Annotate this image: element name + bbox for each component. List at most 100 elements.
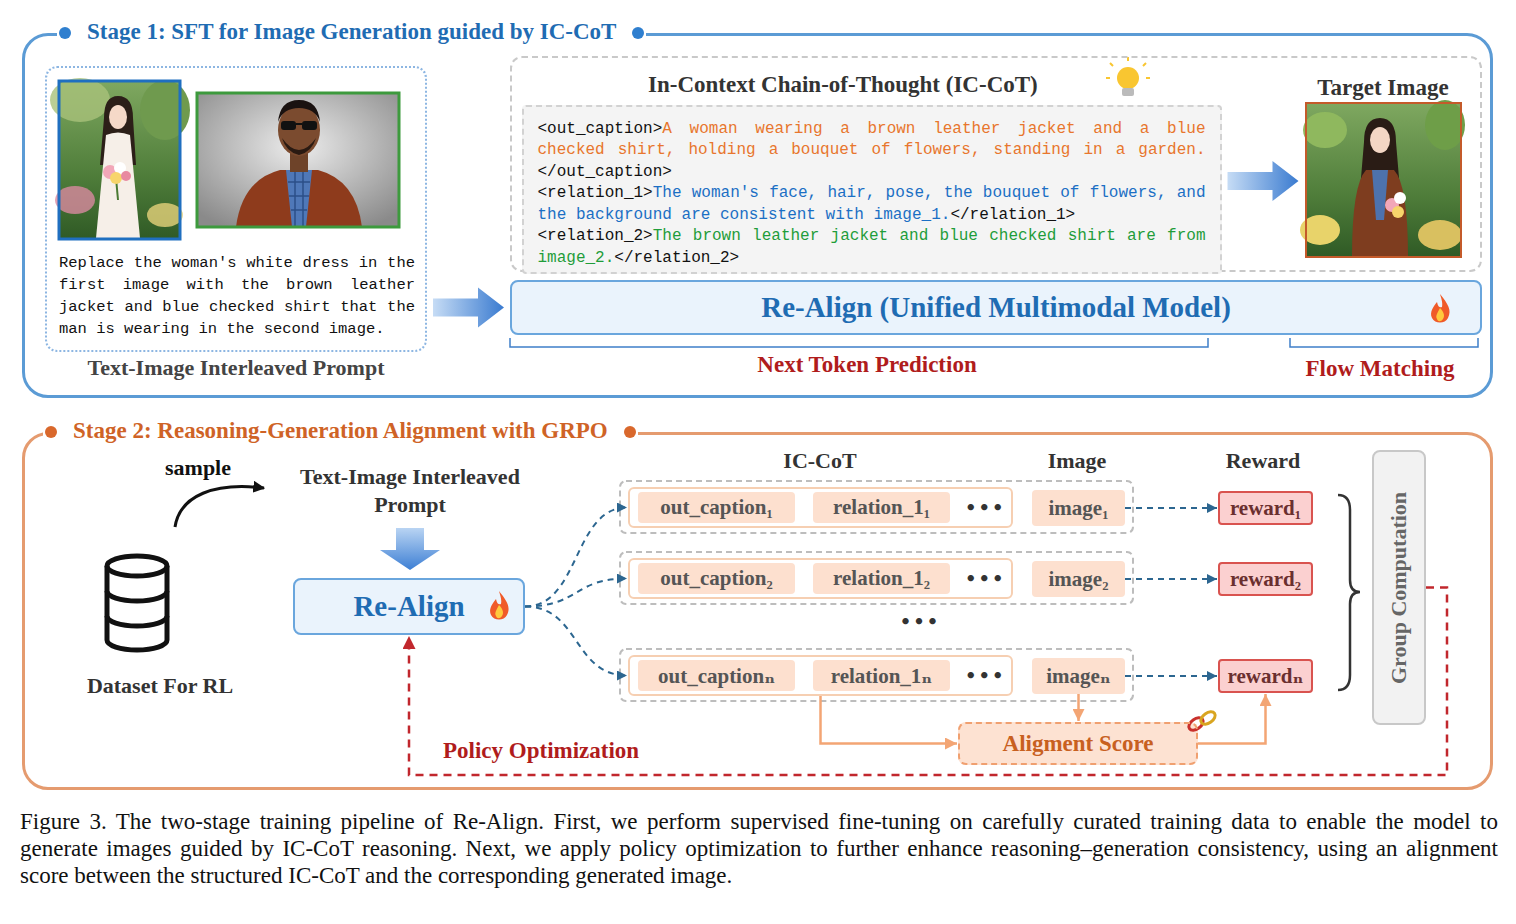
reward-box: rewardₙ — [1218, 659, 1313, 693]
alignment-box-fill — [958, 722, 1198, 765]
model-bar: Re-Align (Unified Multimodal Model) — [510, 280, 1482, 335]
connector — [525, 579, 627, 607]
box-label: out_caption₂ — [660, 566, 772, 591]
column-header: Image — [1048, 447, 1107, 475]
bracket — [1290, 338, 1478, 347]
box-label: Re-Align (Unified Multimodal Model) — [761, 291, 1231, 324]
token-chip: out_caption₂ — [638, 563, 795, 594]
model-box-fill — [293, 578, 525, 635]
target-image: Target Image — [1305, 102, 1462, 258]
woman-photo — [50, 78, 190, 239]
brace — [1338, 495, 1360, 690]
box-label: imageₙ — [1046, 663, 1111, 689]
sample-row-outline — [620, 481, 1133, 701]
connector — [1125, 578, 1217, 580]
annotation: Flow Matching — [1306, 355, 1455, 383]
cot-group: ••• out_caption₂ relation_1₂ — [628, 558, 1013, 599]
connector — [1198, 694, 1266, 744]
reasoning-panel: In-Context Chain-of-Thought (IC-CoT) <out… — [510, 56, 1482, 272]
box-label: Re-Align — [353, 590, 464, 623]
cot-group: ••• out_captionₙ relation_1ₙ — [628, 655, 1013, 696]
edge-label: Policy Optimization — [440, 737, 642, 765]
box-label: rewardₙ — [1228, 663, 1304, 689]
sample-arrow — [175, 487, 264, 527]
token-chip: relation_1₁ — [813, 492, 950, 523]
stage-panel: Stage 2: Reasoning-Generation Alignment … — [22, 432, 1493, 790]
token-chip: relation_1₂ — [813, 563, 950, 594]
box-label: Aligment Score — [1003, 731, 1154, 757]
connector — [525, 508, 627, 607]
prompt-heading: Text-Image Interleaved Prompt — [47, 354, 425, 382]
annotation: sample — [165, 454, 231, 482]
figure-caption: Figure 3. The two-stage training pipelin… — [20, 808, 1498, 889]
ellipsis: ••• — [965, 498, 1006, 518]
group-box: Group Computation — [1372, 450, 1426, 725]
connector — [433, 288, 504, 328]
stage-panel: Stage 1: SFT for Image Generation guided… — [22, 33, 1493, 398]
image-chip: image₂ — [1032, 561, 1125, 597]
model-bar-fill — [510, 280, 1482, 335]
stage-heading: Stage 2: Reasoning-Generation Alignment … — [43, 418, 638, 446]
model-box: Re-Align — [293, 578, 525, 635]
prompt-box: Replace the woman's white dress in the f… — [45, 66, 427, 352]
prompt-text: Replace the woman's white dress in the f… — [59, 252, 415, 340]
cot-tag: </relation_2> — [614, 249, 739, 267]
panel-heading: In-Context Chain-of-Thought (IC-CoT) — [648, 70, 1038, 100]
box-label: relation_1₁ — [833, 495, 930, 520]
target-photo — [1300, 100, 1465, 257]
box-label: reward₂ — [1230, 567, 1301, 592]
database-icon — [107, 556, 167, 650]
cot-tag: <relation_1> — [538, 184, 653, 202]
connector — [821, 696, 958, 744]
cot-line: <relation_2>The brown leather jacket and… — [538, 226, 1206, 269]
vertical-label: Group Computation — [1386, 491, 1412, 683]
connector — [525, 607, 627, 676]
box-label: relation_1ₙ — [831, 663, 933, 689]
box-label: out_caption₁ — [660, 495, 772, 520]
cot-line: <relation_1>The woman's face, hair, pose… — [538, 183, 1206, 226]
column-header: Reward — [1226, 447, 1301, 475]
cot-tag: </out_caption> — [538, 163, 672, 181]
image-chip: image₁ — [1032, 490, 1125, 526]
image-chip: imageₙ — [1032, 658, 1125, 694]
ellipsis: ••• — [900, 612, 941, 632]
connector — [409, 588, 1447, 776]
connector — [1077, 694, 1080, 721]
fire-icon — [490, 591, 508, 620]
box-label: out_captionₙ — [658, 663, 775, 689]
down-arrow — [380, 528, 440, 570]
cot-text-box: <out_caption>A woman wearing a brown lea… — [522, 105, 1222, 274]
ellipsis: ••• — [965, 569, 1006, 589]
connector — [1125, 507, 1217, 509]
cot-tag: </relation_1> — [950, 206, 1075, 224]
fire-icon — [1431, 294, 1449, 323]
cot-line: <out_caption>A woman wearing a brown lea… — [538, 119, 1206, 184]
cot-tag: <relation_2> — [538, 227, 653, 245]
token-chip: out_caption₁ — [638, 492, 795, 523]
alignment-box: Aligment Score — [958, 722, 1198, 765]
reward-box: reward₁ — [1218, 491, 1313, 525]
token-chip: out_captionₙ — [638, 660, 795, 691]
annotation: Text-Image Interleaved Prompt — [300, 463, 520, 519]
box-label: image₂ — [1049, 567, 1109, 592]
reward-box: reward₂ — [1218, 562, 1313, 596]
cot-group: ••• out_caption₁ relation_1₁ — [628, 487, 1013, 528]
connector — [1228, 161, 1299, 201]
image-heading: Target Image — [1317, 74, 1448, 102]
cot-tag: <out_caption> — [538, 120, 663, 138]
bracket — [510, 338, 1208, 347]
ellipsis: ••• — [965, 666, 1006, 686]
annotation: Next Token Prediction — [757, 351, 976, 379]
box-label: reward₁ — [1230, 496, 1301, 521]
token-chip: relation_1ₙ — [813, 660, 950, 691]
man-photo — [197, 93, 399, 227]
lightbulb-icon — [1106, 57, 1150, 96]
connector — [1125, 675, 1217, 677]
annotation: Dataset For RL — [87, 672, 233, 700]
box-label: image₁ — [1049, 496, 1109, 521]
link-icon — [1187, 709, 1218, 732]
column-header: IC-CoT — [783, 447, 856, 475]
box-label: relation_1₂ — [833, 566, 930, 591]
stage-heading: Stage 1: SFT for Image Generation guided… — [57, 19, 646, 47]
